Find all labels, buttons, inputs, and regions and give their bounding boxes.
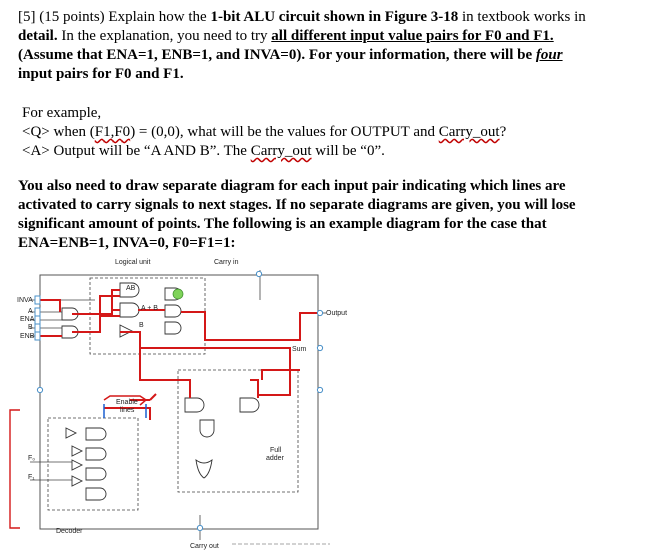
example-q-vars: F1,F0 <box>94 124 131 140</box>
label-a-plus-b: A + B <box>141 305 158 312</box>
label-inva: INVA <box>17 297 33 304</box>
label-enb: ENB <box>20 333 35 340</box>
example-a-carry: Carry_out <box>250 143 312 159</box>
instr-line1: You also need to draw separate diagram f… <box>18 178 566 194</box>
label-sum: Sum <box>292 346 307 353</box>
example-paragraph: For example, <Q> when (F1,F0) = (0,0), w… <box>22 104 640 161</box>
q-pairs: all different input value pairs for F0 a… <box>271 28 554 44</box>
left-bracket <box>9 409 20 529</box>
example-a-end: will be “0”. <box>311 143 385 159</box>
label-enable-lines-1: Enable <box>116 399 138 406</box>
label-f0: F₀ <box>28 455 35 462</box>
example-q-end: ? <box>499 124 507 140</box>
label-logical-unit: Logical unit <box>115 259 150 266</box>
input-dots <box>34 270 324 532</box>
full-adder-box <box>177 369 299 493</box>
label-b: B <box>28 324 33 331</box>
decoder-box <box>47 417 139 511</box>
label-ab: AB <box>126 285 136 292</box>
label-b-bar: B <box>139 322 144 329</box>
q-line2b: In the explanation, you need to try <box>57 28 272 44</box>
label-output: Output <box>326 310 347 317</box>
label-full: Full <box>270 447 282 454</box>
label-adder: adder <box>266 455 285 462</box>
label-a: A <box>28 308 33 315</box>
q-detail: detail. <box>18 28 58 44</box>
instr-line2: activated to carry signals to next stage… <box>18 197 576 213</box>
label-carry-out: Carry out <box>190 543 219 550</box>
alu-outline <box>39 274 319 530</box>
example-q-mid: ) = (0,0), what will be the values for O… <box>130 124 439 140</box>
q-four: four <box>535 47 563 63</box>
logic-gates <box>61 282 260 501</box>
example-q-carry: Carry_out <box>438 124 500 140</box>
label-decoder: Decoder <box>56 528 83 535</box>
label-enable-lines-2: lines <box>120 407 135 414</box>
q-assume: (Assume that ENA=1, ENB=1, and INVA=0). … <box>18 47 536 63</box>
q-line1a: [5] (15 points) Explain how the <box>18 9 211 25</box>
active-lines <box>40 289 318 420</box>
question-paragraph: [5] (15 points) Explain how the 1-bit AL… <box>18 8 640 84</box>
example-a-prefix: <A> Output will be “A AND B”. The <box>22 143 251 159</box>
instr-line4: ENA=ENB=1, INVA=0, F0=F1=1: <box>18 235 236 251</box>
instructions-paragraph: You also need to draw separate diagram f… <box>18 177 640 253</box>
enable-lines-marker <box>103 395 148 418</box>
example-heading: For example, <box>22 105 102 121</box>
q-figure-ref: 1-bit ALU circuit shown in Figure 3-18 <box>210 9 459 25</box>
label-carry-in: Carry in <box>214 259 239 266</box>
label-f1: F₁ <box>28 474 35 481</box>
label-ena: ENA <box>20 316 35 323</box>
q-line4: input pairs for F0 and F1. <box>18 66 184 82</box>
highlight-green <box>172 288 184 300</box>
example-q-prefix: <Q> when ( <box>22 124 95 140</box>
instr-line3: significant amount of points. The follow… <box>18 216 547 232</box>
q-line1c: in textbook works in <box>458 9 586 25</box>
